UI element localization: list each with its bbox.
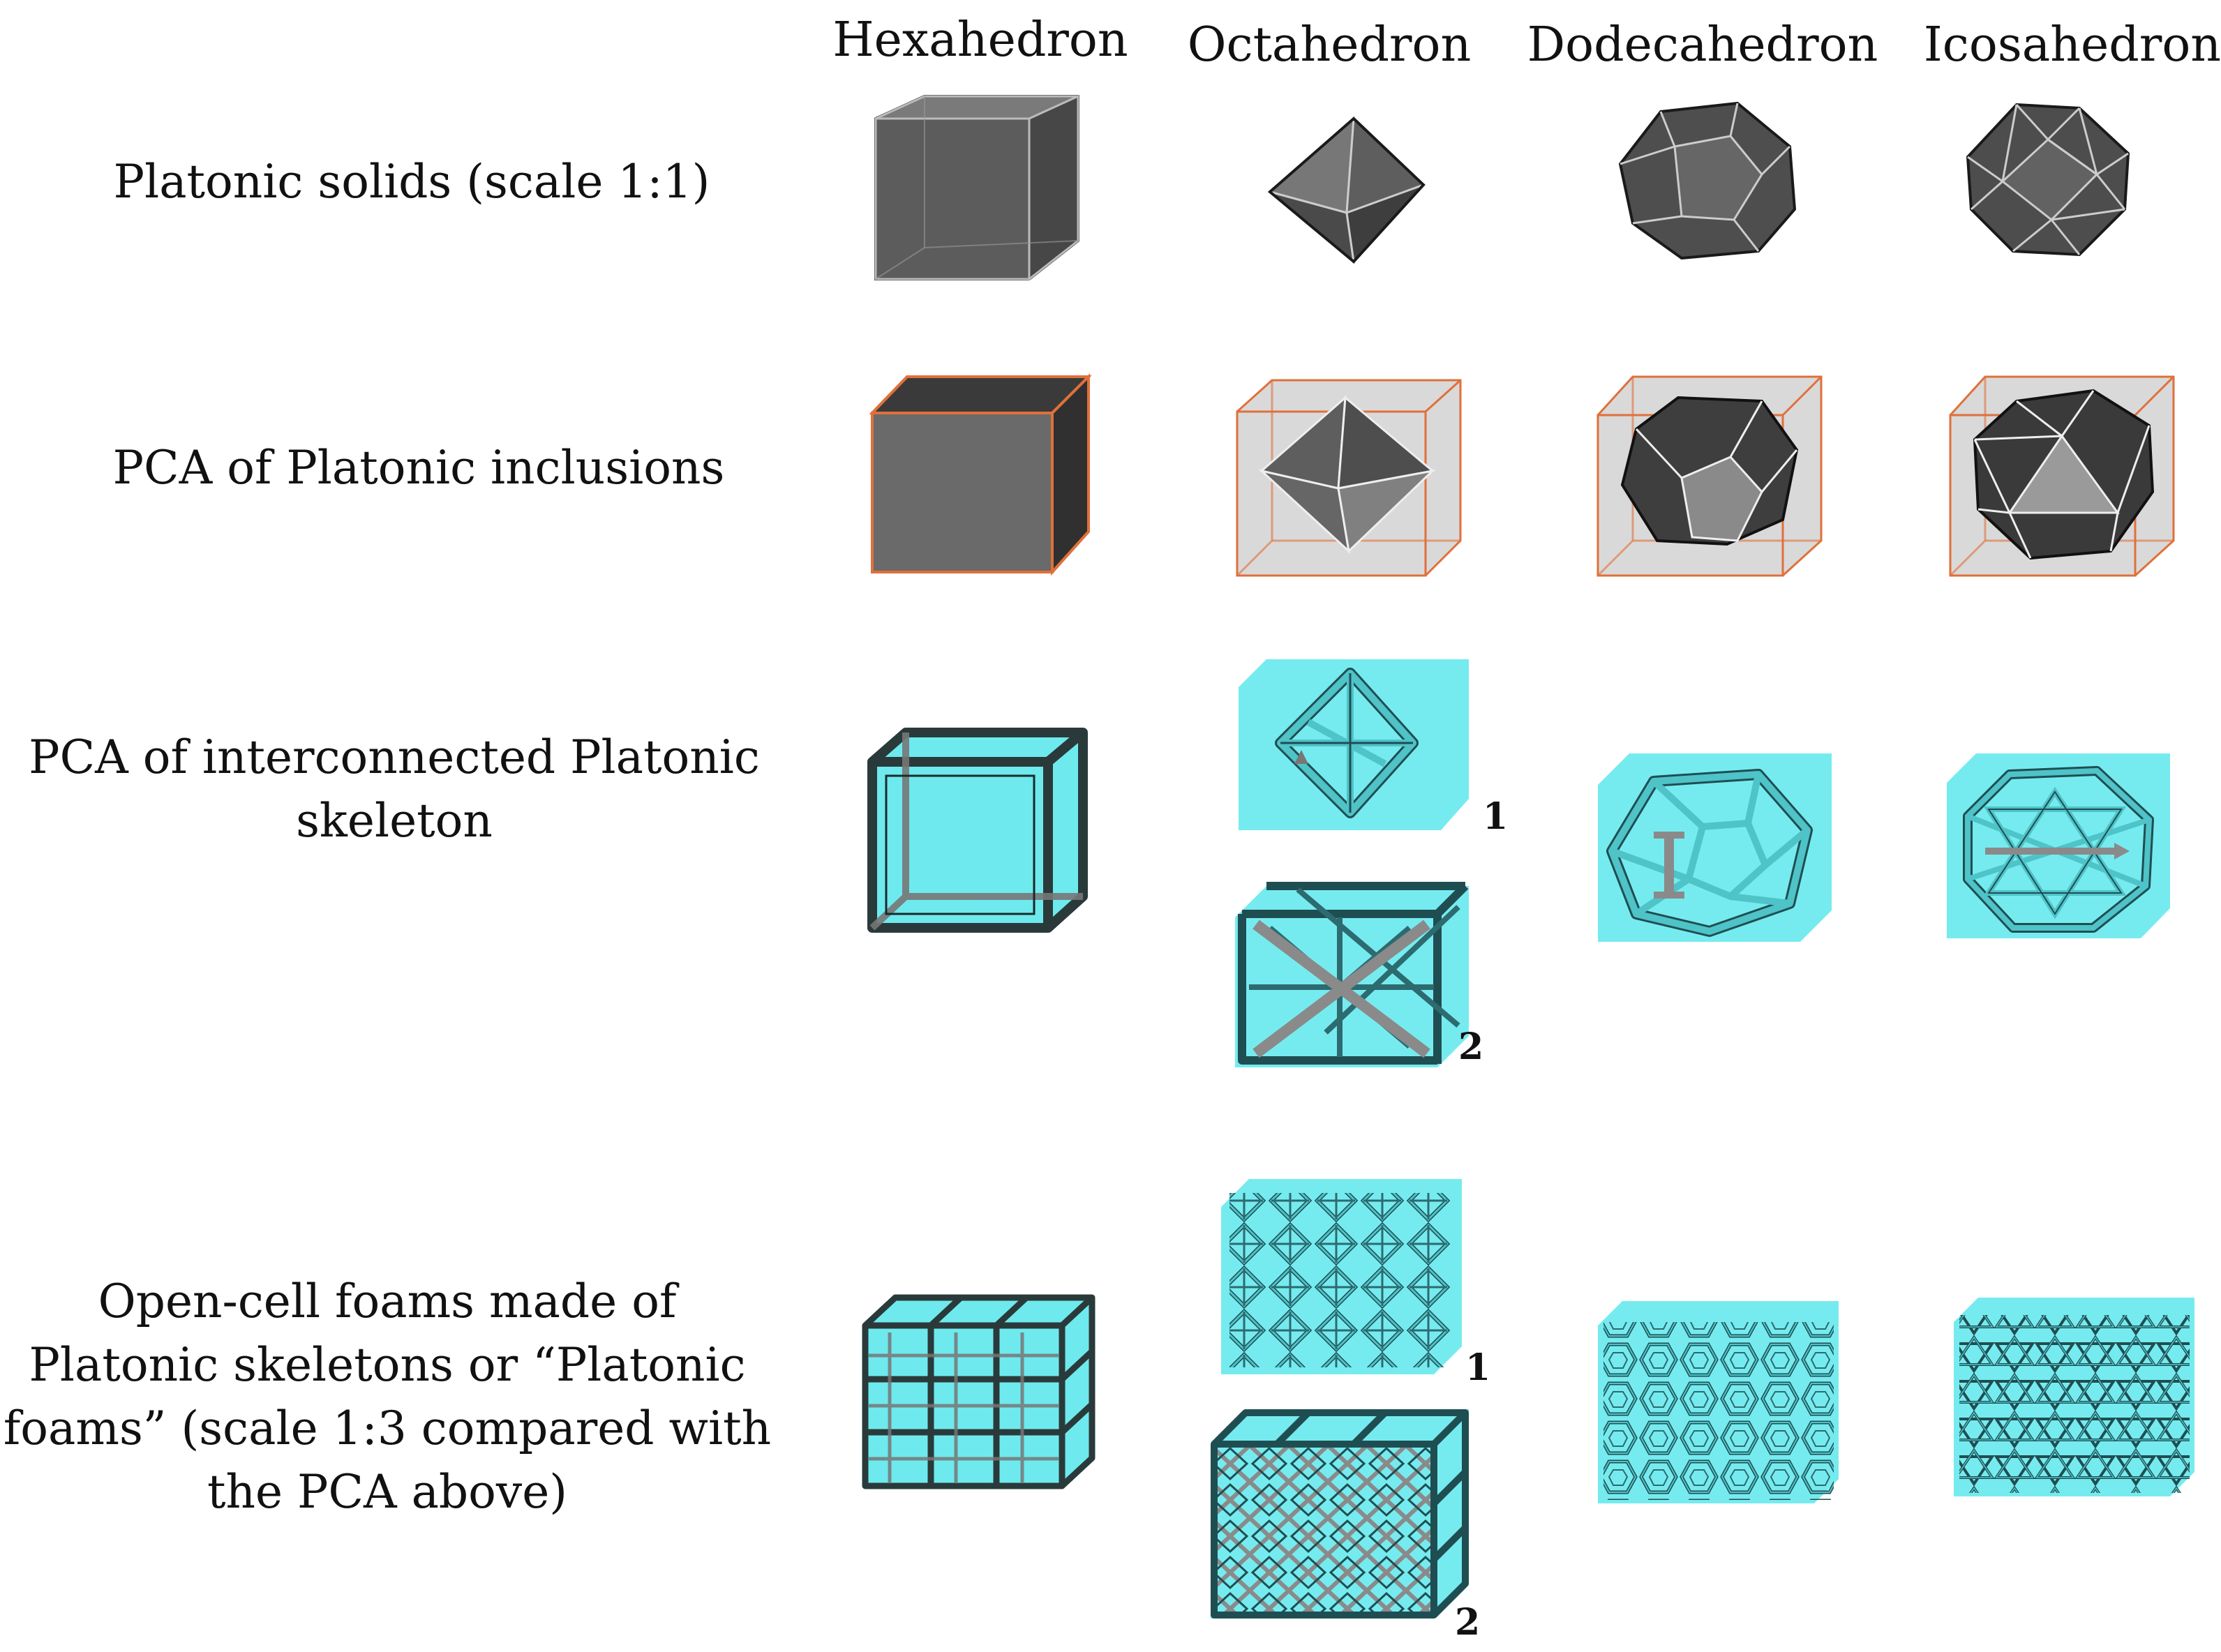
solid-dodecahedron: [1612, 98, 1804, 262]
row-label-platonic-solids: Platonic solids (scale 1:1): [113, 155, 710, 209]
row-label-pca-inclusions: PCA of Platonic inclusions: [112, 441, 725, 495]
foam-octahedron-variant-2: [1211, 1409, 1469, 1619]
pca-inclusion-dodecahedron: [1594, 373, 1825, 579]
foam-icosahedron: [1954, 1298, 2194, 1496]
skeleton-dodecahedron: [1598, 753, 1832, 942]
column-header-icosahedron: Icosahedron: [1923, 17, 2221, 73]
pca-inclusion-octahedron: [1234, 377, 1464, 579]
skeleton-octahedron-variant-2: [1235, 882, 1469, 1067]
solid-octahedron: [1266, 115, 1427, 265]
column-header-dodecahedron: Dodecahedron: [1527, 17, 1878, 73]
solid-hexahedron: [862, 91, 1092, 300]
column-header-hexahedron: Hexahedron: [832, 13, 1128, 68]
variant-label-skeleton-1: 1: [1483, 795, 1509, 838]
skeleton-hexahedron: [865, 726, 1089, 935]
skeleton-icosahedron: [1947, 753, 2170, 938]
foam-hexahedron: [862, 1294, 1095, 1489]
pca-inclusion-icosahedron: [1947, 373, 2177, 579]
solid-icosahedron: [1961, 98, 2139, 262]
variant-label-skeleton-2: 2: [1458, 1026, 1484, 1068]
column-header-octahedron: Octahedron: [1187, 17, 1472, 73]
row-label-platonic-foams: Open-cell foams made of Platonic skeleto…: [3, 1275, 772, 1519]
foam-dodecahedron: [1598, 1301, 1839, 1503]
variant-label-foam-1: 1: [1465, 1346, 1491, 1389]
variant-label-foam-2: 2: [1455, 1601, 1481, 1644]
pca-inclusion-hexahedron: [865, 370, 1095, 579]
row-label-pca-skeleton: PCA of interconnected Platonic skeleton: [29, 730, 760, 848]
foam-octahedron-variant-1: [1221, 1179, 1462, 1374]
skeleton-octahedron-variant-1: [1239, 659, 1469, 830]
